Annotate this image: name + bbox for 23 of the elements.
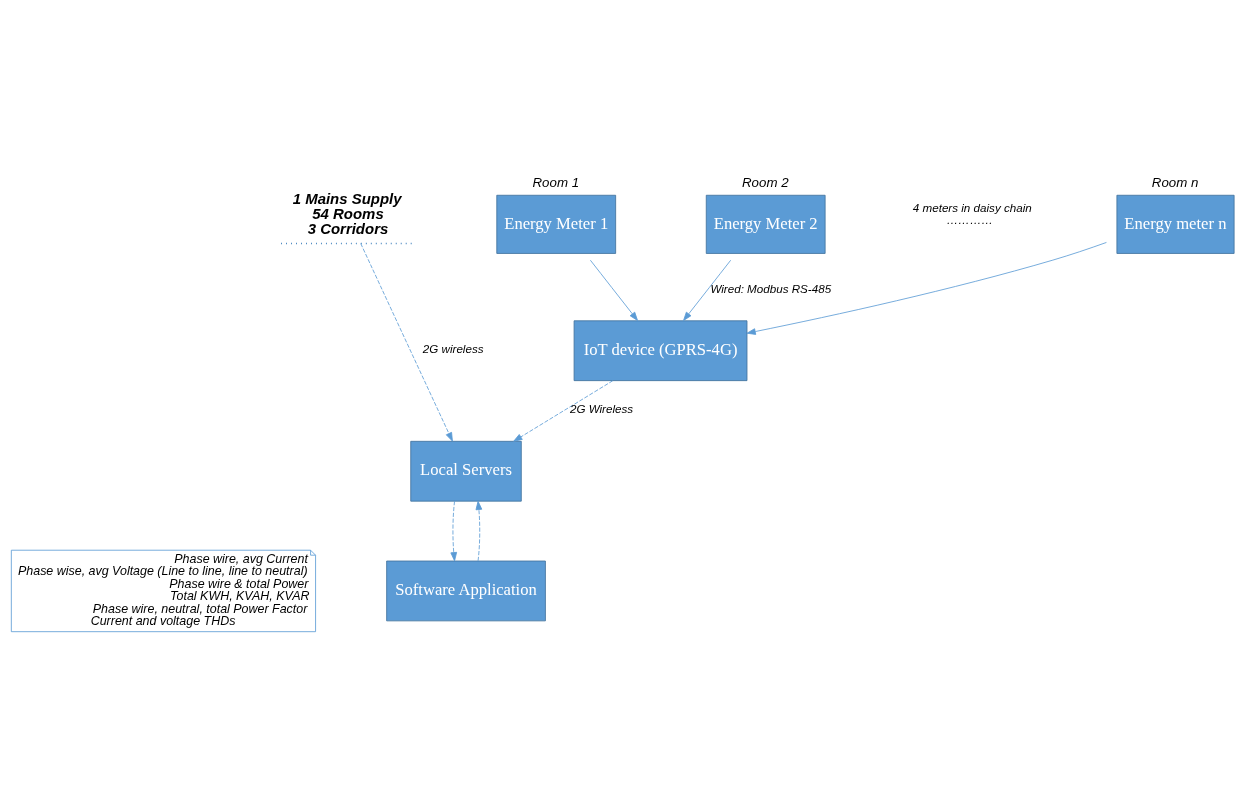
label: Total KWH, KVAH, KVAR — [170, 588, 310, 603]
edge-label: Wired: Modbus RS-485 — [710, 281, 832, 295]
arrow — [450, 500, 458, 561]
arrow — [475, 500, 483, 561]
node-label: Room 1 — [532, 174, 580, 190]
arrow — [683, 259, 732, 321]
node-text: 1 Mains Supply 54 Rooms 3 Corridors — [292, 189, 402, 237]
node-box: IoT device (GPRS-4G) — [573, 319, 748, 381]
label: Current and voltage THDs — [90, 613, 236, 628]
edge-label: 2G wireless — [422, 341, 484, 355]
arrow — [360, 242, 453, 442]
node-label: Room 2 — [742, 174, 789, 190]
arrow — [589, 259, 638, 321]
node-box: Software Application — [386, 560, 546, 621]
label: ………… — [946, 212, 993, 226]
label: 4 meters in daisy chain — [912, 200, 1032, 214]
node-box: Local Servers — [410, 440, 522, 502]
node-label: Room n — [1151, 174, 1199, 190]
arrow — [746, 241, 1107, 335]
label: Phase wire, neutral, total Power Factor — [92, 601, 308, 616]
edge-label: 2G Wireless — [569, 401, 634, 415]
label: Phase wire, avg Current — [174, 551, 308, 566]
arrow — [513, 379, 614, 442]
